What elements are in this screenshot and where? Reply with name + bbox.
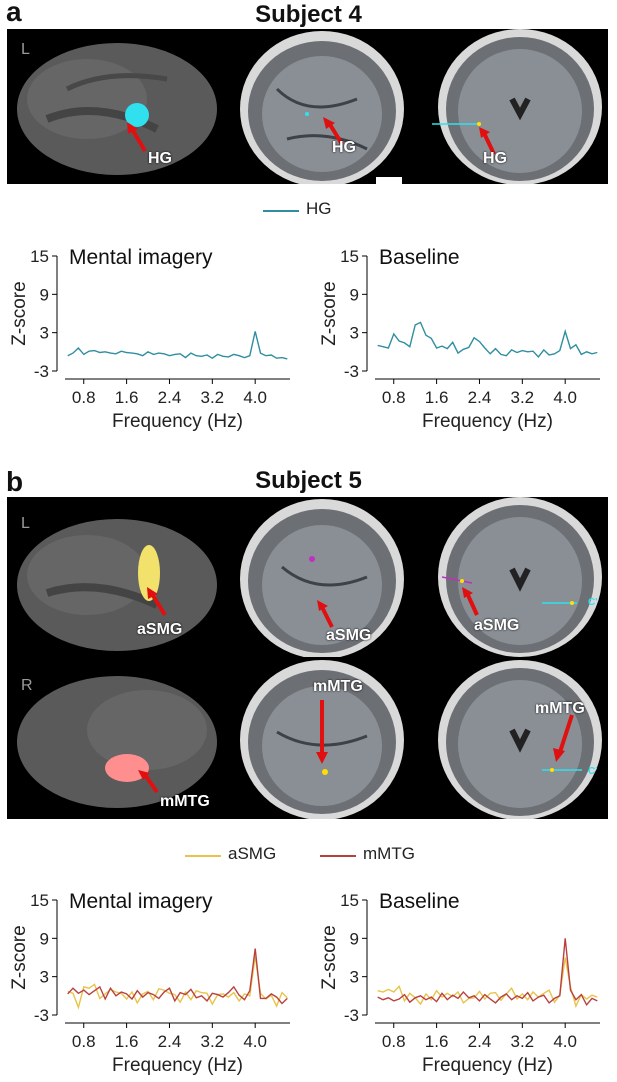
chart-title: Baseline	[379, 246, 460, 269]
coronal-mri-slice-s5-top	[438, 497, 602, 657]
x-axis-label: Frequency (Hz)	[112, 1055, 243, 1076]
panel-letter-a: a	[6, 0, 22, 27]
x-tick-label: 0.8	[72, 388, 96, 407]
legend-label-hg: HG	[306, 199, 332, 218]
y-tick-label: 3	[40, 968, 49, 987]
sagittal-mri-slice	[240, 31, 404, 184]
mmtg-label-coronal: mMTG	[535, 700, 585, 717]
x-tick-label: 1.6	[115, 1032, 139, 1051]
series-line-asmg	[67, 956, 288, 1010]
y-tick-label: -3	[344, 1006, 359, 1025]
legend-line-asmg	[185, 855, 221, 857]
y-tick-label: 3	[350, 324, 359, 343]
hg-label-3d: HG	[148, 150, 172, 167]
y-tick-label: -3	[34, 362, 49, 381]
sagittal-mri-slice-s5-top	[240, 499, 404, 657]
x-axis-label: Frequency (Hz)	[112, 411, 243, 432]
contact-label-c-bottom: C'	[588, 766, 598, 777]
x-tick-label: 4.0	[243, 1032, 267, 1051]
x-tick-label: 1.6	[425, 1032, 449, 1051]
mmtg-label-sagittal: mMTG	[313, 678, 363, 695]
x-axis-label: Frequency (Hz)	[422, 411, 553, 432]
series-line-hg	[67, 331, 288, 360]
chart-title: Mental imagery	[69, 246, 213, 269]
x-tick-label: 2.4	[158, 1032, 182, 1051]
y-tick-label: -3	[344, 362, 359, 381]
y-axis-label: Z-score	[319, 281, 340, 345]
y-axis-label: Z-score	[319, 925, 340, 989]
mmtg-label-3d: mMTG	[160, 793, 210, 810]
brain-3d-render-right-s5	[17, 676, 217, 808]
hemisphere-label-l: L	[21, 41, 30, 58]
y-tick-label: 15	[340, 247, 359, 266]
x-tick-label: 3.2	[201, 1032, 225, 1051]
y-tick-label: 15	[30, 891, 49, 910]
white-gap	[376, 177, 402, 187]
mri-strip-subject-4: L HG HG HG	[7, 29, 608, 187]
series-line-asmg	[377, 957, 598, 1009]
hemisphere-label-r: R	[21, 677, 33, 694]
x-tick-label: 2.4	[158, 388, 182, 407]
hg-label-sagittal: HG	[332, 139, 356, 156]
x-tick-label: 3.2	[201, 388, 225, 407]
x-tick-label: 1.6	[115, 388, 139, 407]
y-axis-label: Z-score	[9, 925, 30, 989]
y-tick-label: 15	[30, 247, 49, 266]
x-tick-label: 0.8	[382, 388, 406, 407]
x-tick-label: 4.0	[553, 1032, 577, 1051]
subject-5-title: Subject 5	[255, 467, 362, 494]
asmg-label-coronal: aSMG	[474, 617, 520, 634]
coronal-mri-slice-s5-bottom	[438, 660, 602, 819]
legend-line-mmtg	[320, 855, 356, 857]
x-tick-label: 2.4	[468, 388, 492, 407]
hg-label-coronal: HG	[483, 150, 507, 167]
x-tick-label: 0.8	[72, 1032, 96, 1051]
series-line-hg	[377, 321, 598, 358]
y-tick-label: -3	[34, 1006, 49, 1025]
y-tick-label: 9	[40, 929, 49, 948]
x-tick-label: 0.8	[382, 1032, 406, 1051]
y-tick-label: 15	[340, 891, 359, 910]
subject-4-title: Subject 4	[255, 1, 362, 28]
mri-strip-subject-5: L aSMG aSMG aSMG C' R mMTG	[7, 497, 608, 819]
legend-line-hg	[263, 210, 299, 212]
y-tick-label: 9	[350, 929, 359, 948]
legend-label-mmtg: mMTG	[363, 844, 415, 863]
x-tick-label: 1.6	[425, 388, 449, 407]
y-tick-label: 9	[40, 285, 49, 304]
x-tick-label: 4.0	[553, 388, 577, 407]
chart-title: Mental imagery	[69, 890, 213, 913]
brain-3d-render-left	[17, 43, 217, 175]
y-tick-label: 3	[40, 324, 49, 343]
x-tick-label: 2.4	[468, 1032, 492, 1051]
x-tick-label: 4.0	[243, 388, 267, 407]
x-tick-label: 3.2	[511, 388, 535, 407]
hemisphere-label-l-s5: L	[21, 515, 30, 532]
x-axis-label: Frequency (Hz)	[422, 1055, 553, 1076]
brain-3d-render-left-s5	[17, 519, 217, 651]
series-line-mmtg	[67, 948, 288, 1005]
coronal-mri-slice	[432, 29, 602, 184]
panel-letter-b: b	[6, 466, 24, 497]
legend-label-asmg: aSMG	[228, 844, 277, 863]
asmg-label-3d: aSMG	[137, 621, 183, 638]
y-axis-label: Z-score	[9, 281, 30, 345]
series-line-mmtg	[377, 938, 598, 1007]
asmg-label-sagittal: aSMG	[326, 627, 372, 644]
y-tick-label: 9	[350, 285, 359, 304]
x-tick-label: 3.2	[511, 1032, 535, 1051]
chart-title: Baseline	[379, 890, 460, 913]
contact-label-c-top: C'	[588, 597, 598, 608]
y-tick-label: 3	[350, 968, 359, 987]
sagittal-mri-slice-s5-bottom	[240, 660, 404, 819]
